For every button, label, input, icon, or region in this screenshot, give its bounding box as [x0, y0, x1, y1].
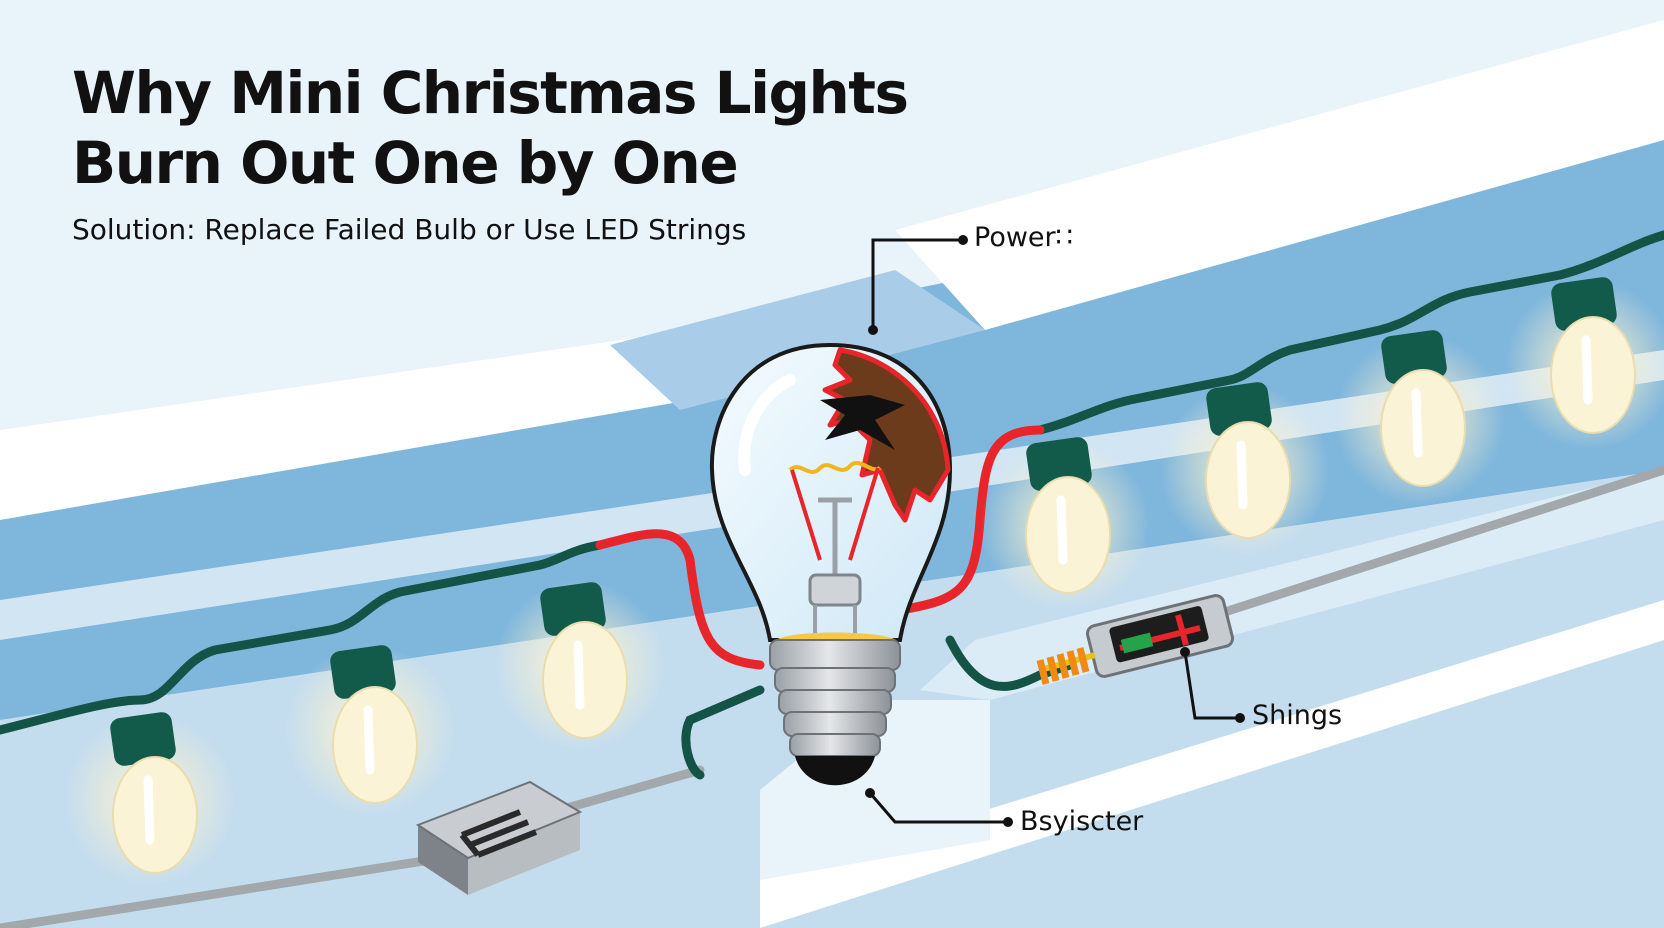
mini-bulb-6 [1335, 330, 1505, 505]
callout-bsyiscter: Bsyiscter [1020, 806, 1144, 837]
callout-leaders [868, 238, 1240, 824]
page-title: Why Mini Christmas Lights Burn Out One b… [72, 58, 909, 198]
mini-bulb-4 [980, 437, 1150, 610]
fuse-shunt-icon [1036, 594, 1235, 685]
mini-bulb-2 [285, 645, 455, 815]
plug-connector-icon [415, 780, 583, 895]
page-subtitle: Solution: Replace Failed Bulb or Use LED… [72, 213, 747, 246]
mini-bulb-1 [65, 712, 235, 885]
callout-power: Power∷ [974, 222, 1073, 253]
callout-shings: Shings [1252, 700, 1343, 731]
mini-bulb-7 [1505, 277, 1664, 450]
mini-bulb-5 [1160, 382, 1330, 555]
red-wire [595, 425, 1045, 670]
callout-dots [865, 235, 1245, 827]
mini-bulb-3 [495, 580, 665, 750]
power-cable [0, 465, 1664, 928]
title-line-2: Burn Out One by One [72, 129, 739, 197]
title-line-1: Why Mini Christmas Lights [72, 59, 909, 127]
burnt-bulb-icon [709, 342, 953, 786]
